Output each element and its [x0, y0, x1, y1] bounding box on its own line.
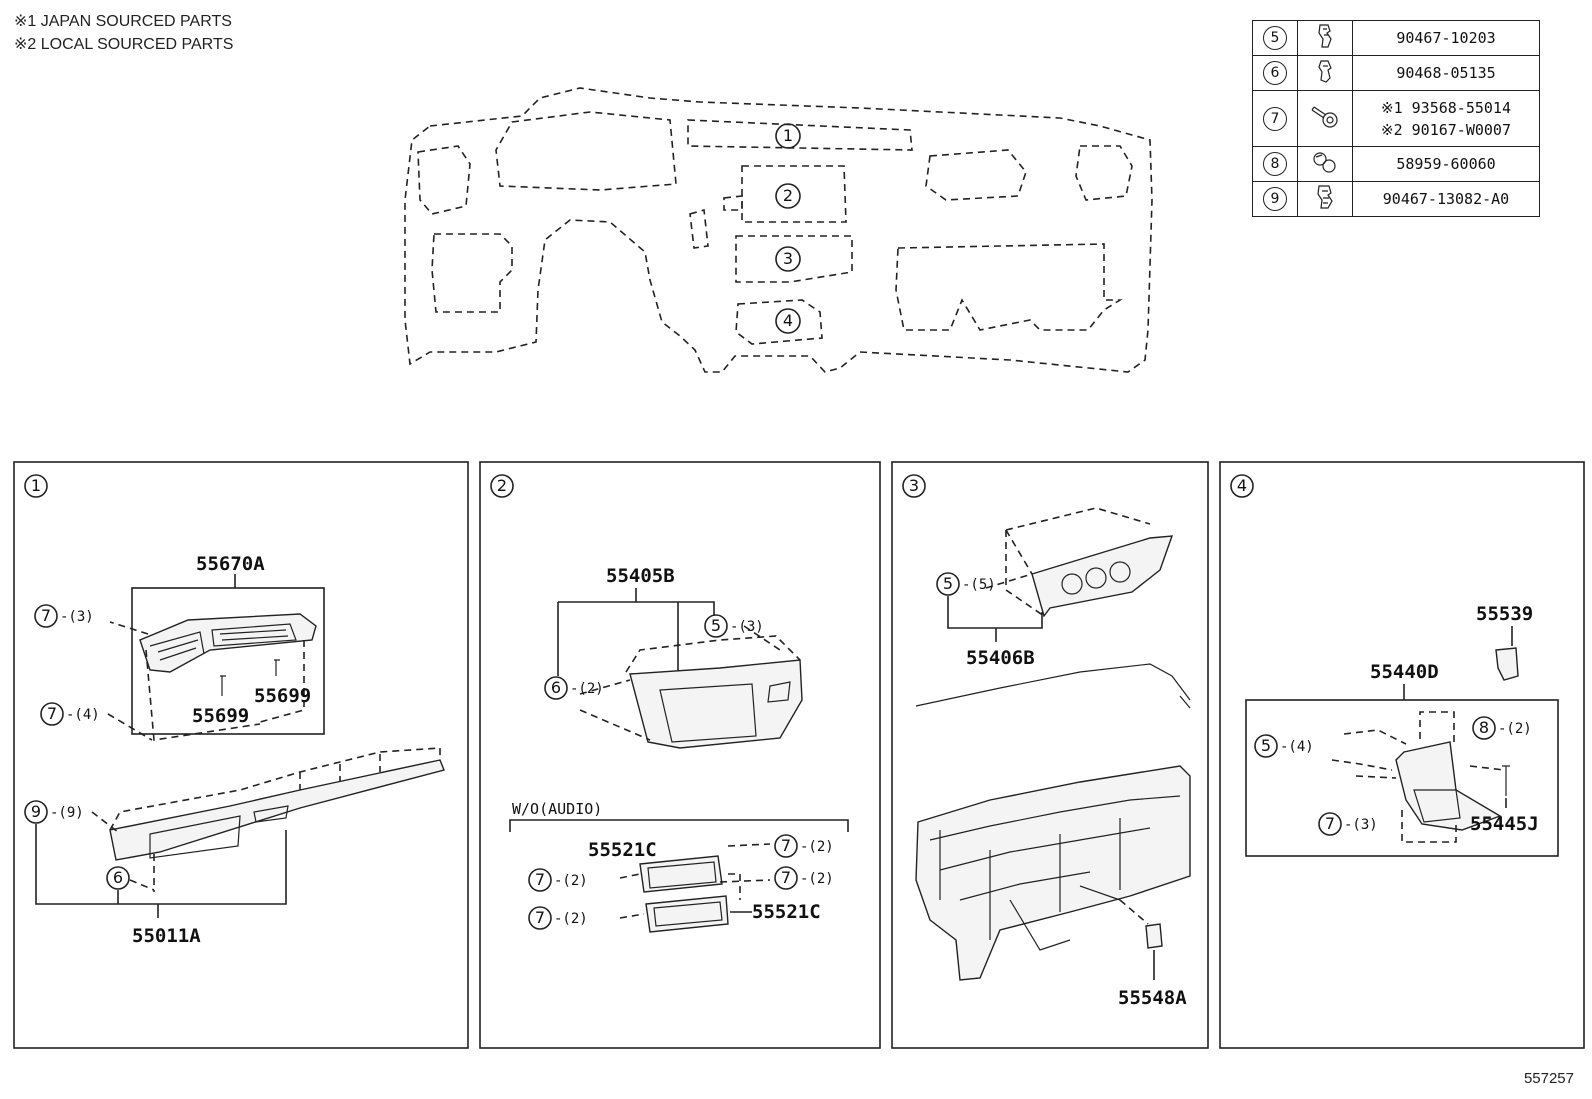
- legend-number: 6: [1263, 61, 1287, 85]
- callout-7: 7: [535, 870, 545, 889]
- wo-audio-label: W/O(AUDIO): [512, 800, 602, 818]
- clip-55548a: [1145, 923, 1163, 949]
- callout-7: 7: [41, 606, 51, 625]
- callout-6: 6: [113, 868, 123, 887]
- dashboard-substructure: [915, 765, 1191, 981]
- clip-icon: [1318, 24, 1332, 48]
- callout-7: 7: [1325, 814, 1335, 833]
- box-group: [131, 587, 325, 735]
- legend-number: 7: [1263, 106, 1287, 131]
- dashboard-overview: 1 2 3 4: [404, 87, 1153, 373]
- heater-control-panel: [1031, 535, 1174, 618]
- callout-qty: -(2): [1498, 721, 1532, 737]
- instrument-panel-trim: [109, 759, 445, 861]
- callout-8: 8: [1479, 718, 1489, 737]
- legend-part-number: 58959-60060: [1396, 155, 1496, 173]
- callout-7: 7: [535, 908, 545, 927]
- part-label-55445j: 55445J: [1470, 813, 1539, 835]
- diagram-id: 557257: [1523, 1070, 1574, 1087]
- callout-qty: -(3): [1344, 817, 1378, 833]
- callout-qty: -(2): [800, 871, 834, 887]
- vent-assembly: [139, 613, 317, 673]
- note-local: ※2 LOCAL SOURCED PARTS: [14, 36, 234, 53]
- panel-4: 4 55539 55440D 5 -(4) 8 -(2) 7 -(3) 5544…: [1219, 461, 1585, 1049]
- callout-7: 7: [781, 868, 791, 887]
- part-label-55548a: 55548A: [1118, 987, 1187, 1009]
- part-label-55521c-top: 55521C: [588, 839, 657, 861]
- callout-qty: -(3): [730, 619, 764, 635]
- legend-row: 8 58959-60060: [1252, 146, 1540, 182]
- box-group: [1245, 699, 1559, 857]
- callout-5: 5: [1261, 736, 1271, 755]
- part-label-55539: 55539: [1476, 603, 1533, 625]
- part-label-55440d: 55440D: [1370, 661, 1439, 683]
- part-label-55405b: 55405B: [606, 565, 675, 587]
- grommet-icon: [1313, 152, 1336, 173]
- screw-icon: [1311, 106, 1338, 128]
- panel-number: 2: [497, 476, 507, 495]
- legend-part-number-local: ※2 90167-W0007: [1381, 120, 1511, 139]
- callout-qty: -(3): [60, 609, 94, 625]
- legend-row: 7 ※1 93568-55014 ※2 90167-W0007: [1252, 90, 1540, 147]
- blank-cover-bottom: [645, 895, 729, 933]
- part-label-55406b: 55406B: [966, 647, 1035, 669]
- overview-callout-4: 4: [783, 311, 793, 330]
- clip-icon: [1318, 60, 1332, 83]
- fastener-legend: 5 90467-10203 6 90468-05135 7 ※1 93568-5…: [1252, 20, 1540, 217]
- callout-6: 6: [551, 678, 561, 697]
- notes: ※1 JAPAN SOURCED PARTS ※2 LOCAL SOURCED …: [14, 10, 233, 56]
- panel-3: 3 5 -(5) 55406B 55548A: [891, 461, 1209, 1049]
- panel-number: 1: [31, 476, 41, 495]
- legend-number: 9: [1263, 187, 1287, 211]
- legend-row: 6 90468-05135: [1252, 55, 1540, 91]
- callout-qty: -(2): [570, 681, 604, 697]
- callout-qty: -(2): [554, 911, 588, 927]
- dashboard-frame: [915, 663, 1191, 709]
- part-label-55670a: 55670A: [196, 553, 265, 575]
- callout-qty: -(9): [50, 805, 84, 821]
- callout-5: 5: [711, 616, 721, 635]
- callout-9: 9: [31, 802, 41, 821]
- legend-number: 8: [1263, 152, 1287, 176]
- overview-callout-ring: [775, 183, 801, 209]
- overview-callout-1: 1: [783, 126, 793, 145]
- part-label-55011a: 55011A: [132, 925, 201, 947]
- callout-qty: -(4): [1280, 739, 1314, 755]
- panel-number: 3: [909, 476, 919, 495]
- overview-callout-3: 3: [783, 249, 793, 268]
- part-label-55521c-bottom: 55521C: [752, 901, 821, 923]
- legend-part-number: 90467-13082-A0: [1382, 190, 1510, 208]
- callout-7: 7: [47, 704, 57, 723]
- part-label-55699-left: 55699: [192, 705, 249, 727]
- center-cluster-panel: [629, 659, 803, 749]
- callout-qty: -(5): [962, 577, 996, 593]
- callout-5: 5: [943, 574, 953, 593]
- note-japan: ※1 JAPAN SOURCED PARTS: [14, 13, 232, 30]
- panel-1: 1 55670A 55699 55699 7 -(3) 7 -(4) 9 -(9…: [13, 461, 469, 1049]
- clip-55539: [1495, 647, 1519, 681]
- lower-box: [1395, 741, 1502, 831]
- legend-part-number-japan: ※1 93568-55014: [1381, 98, 1511, 117]
- legend-row: 9 90467-13082-A0: [1252, 181, 1540, 217]
- blank-cover-top: [639, 855, 723, 893]
- callout-qty: -(2): [800, 839, 834, 855]
- clip-icon: [1317, 185, 1333, 209]
- overview-callout-ring: [775, 308, 801, 334]
- callout-qty: -(4): [66, 707, 100, 723]
- panel-2: 2 55405B 5 -(3) 6 -(2) W/O(AUDIO) 55521C…: [479, 461, 881, 1049]
- overview-callout-2: 2: [783, 186, 793, 205]
- legend-part-number: 90468-05135: [1396, 64, 1496, 82]
- part-label-55699-right: 55699: [254, 685, 311, 707]
- legend-part-number: 90467-10203: [1396, 29, 1496, 47]
- overview-callout-ring: [775, 246, 801, 272]
- overview-callout-ring: [775, 123, 801, 149]
- legend-number: 5: [1263, 26, 1287, 50]
- panel-number: 4: [1237, 476, 1247, 495]
- callout-7: 7: [781, 836, 791, 855]
- callout-qty: -(2): [554, 873, 588, 889]
